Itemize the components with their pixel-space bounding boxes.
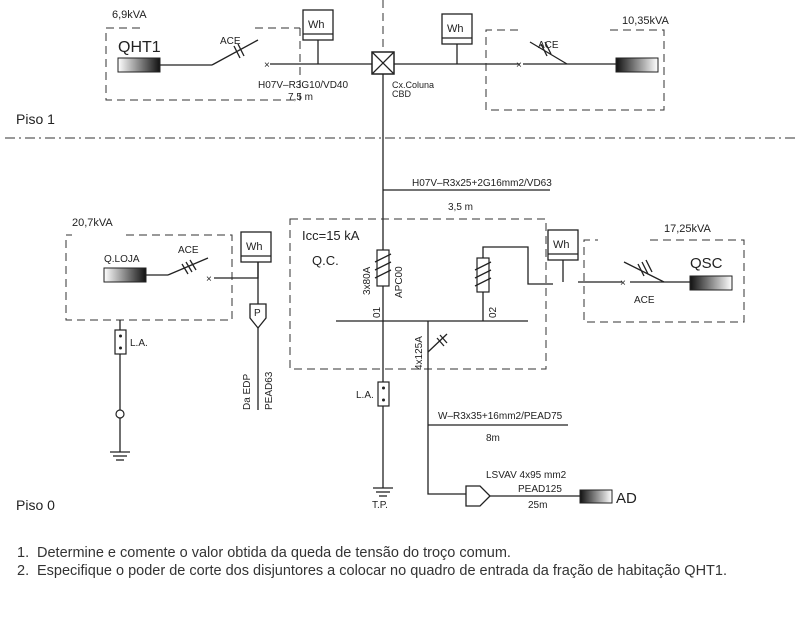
qsc-name: QSC [690, 255, 723, 272]
meter-loja: Wh [240, 231, 272, 263]
ground-icon-tp: T.P. [372, 487, 393, 511]
qht1-switch [211, 39, 259, 66]
cable-qht1: H07V–R3G10/VD40 [258, 80, 348, 91]
tp-label: T.P. [372, 500, 388, 511]
qc-icc: Icc=15 kA [302, 228, 360, 243]
qht1-breaker-label: ACE [220, 36, 241, 47]
ad-name: AD [616, 490, 637, 507]
qc-breaker-02 [476, 257, 490, 293]
qc-circuit-2: 02 [488, 306, 499, 318]
qc-ad-switch [427, 333, 448, 353]
cable-ad-2-length: 25m [528, 500, 547, 511]
qht1-board: 6,9kVA QHT1 ACE × [105, 9, 372, 101]
svg-text:L.A.: L.A. [130, 338, 148, 349]
svg-text:×: × [620, 278, 626, 289]
question-list: 1. Determine e comente o valor obtida da… [17, 544, 787, 580]
qc-breaker-rating: 3x80A [362, 266, 373, 295]
right-top-board: 10,35kVA × ACE [485, 15, 670, 111]
svg-text:×: × [206, 274, 212, 285]
right-top-power: 10,35kVA [622, 15, 670, 27]
cable-column-length: 3,5 m [448, 202, 473, 213]
svg-text:L.A.: L.A. [356, 390, 374, 401]
earth-point-left [115, 409, 125, 419]
loja-board: 20,7kVA Q.LOJA ACE × [65, 217, 259, 321]
qc-circuit-1: 01 [372, 306, 383, 318]
floor-label-upper: Piso 1 [16, 111, 55, 127]
loja-breaker-label: ACE [178, 245, 199, 256]
question-item: 1. Determine e comente o valor obtida da… [17, 544, 787, 562]
qc-breaker-type: APC00 [394, 266, 405, 298]
edp-conduit: PEAD63 [264, 371, 275, 410]
cable-qht1-length: 7,5 m [288, 92, 313, 103]
junction-label: Cx.Coluna [392, 80, 434, 90]
junction-box [371, 51, 395, 75]
qht1-power: 6,9kVA [112, 9, 147, 21]
cable-ad-1: W–R3x35+16mm2/PEAD75 [438, 411, 563, 422]
cable-ad-2: LSVAV 4x95 mm2 [486, 470, 567, 481]
qsc-power: 17,25kVA [664, 223, 712, 235]
edp-from: Da EDP [242, 374, 253, 410]
qc-name: Q.C. [312, 253, 339, 268]
right-top-switch [529, 41, 568, 65]
qc-board: Icc=15 kA Q.C. 3x80A APC00 01 02 4x125A [289, 218, 553, 410]
qsc-panel-icon [689, 275, 733, 291]
ground-icon-left [110, 451, 130, 461]
right-top-panel-icon [615, 57, 659, 73]
question-text: Especifique o poder de corte dos disjunt… [37, 563, 727, 579]
meter-qsc: Wh [547, 229, 579, 282]
loja-panel-icon [103, 267, 147, 283]
svg-text:Wh: Wh [553, 239, 570, 251]
question-number: 2. [17, 563, 30, 579]
qc-breaker-ad: 4x125A [414, 336, 425, 370]
svg-text:Wh: Wh [246, 241, 263, 253]
cable-column: H07V–R3x25+2G16mm2/VD63 [412, 178, 552, 189]
electrical-schematic: Piso 1 Piso 0 6,9kVA QHT1 ACE × Wh H07V–… [5, 0, 795, 513]
question-number: 1. [17, 545, 30, 561]
meter-qht1: Wh [302, 9, 334, 64]
svg-text:×: × [264, 60, 270, 71]
question-text: Determine e comente o valor obtida da qu… [37, 545, 511, 561]
svg-text:Wh: Wh [308, 19, 325, 31]
qsc-switch [623, 261, 665, 283]
qsc-breaker-label: ACE [634, 295, 655, 306]
floor-label-lower: Piso 0 [16, 497, 55, 513]
meter-right-top: Wh [441, 13, 473, 64]
ad-connector [465, 485, 491, 507]
lightning-arrester-center: L.A. [356, 381, 390, 407]
qht1-panel-icon [117, 57, 161, 73]
svg-text:×: × [516, 60, 522, 71]
svg-text:Wh: Wh [447, 23, 464, 35]
cable-ad-2b: PEAD125 [518, 484, 562, 495]
qht1-name: QHT1 [118, 39, 161, 56]
svg-text:P: P [254, 308, 261, 319]
loja-power: 20,7kVA [72, 217, 113, 229]
qsc-board: 17,25kVA × ACE QSC [578, 223, 745, 323]
right-top-breaker-label: ACE [538, 40, 559, 51]
junction-label-2: CBD [392, 89, 412, 99]
lightning-arrester-left: L.A. [114, 329, 148, 355]
edp-supply: P Da EDP PEAD63 [242, 303, 275, 410]
question-item: 2. Especifique o poder de corte dos disj… [17, 562, 787, 580]
cable-ad-1-length: 8m [486, 433, 500, 444]
ad-panel-icon [579, 489, 613, 504]
loja-name: Q.LOJA [104, 254, 140, 265]
